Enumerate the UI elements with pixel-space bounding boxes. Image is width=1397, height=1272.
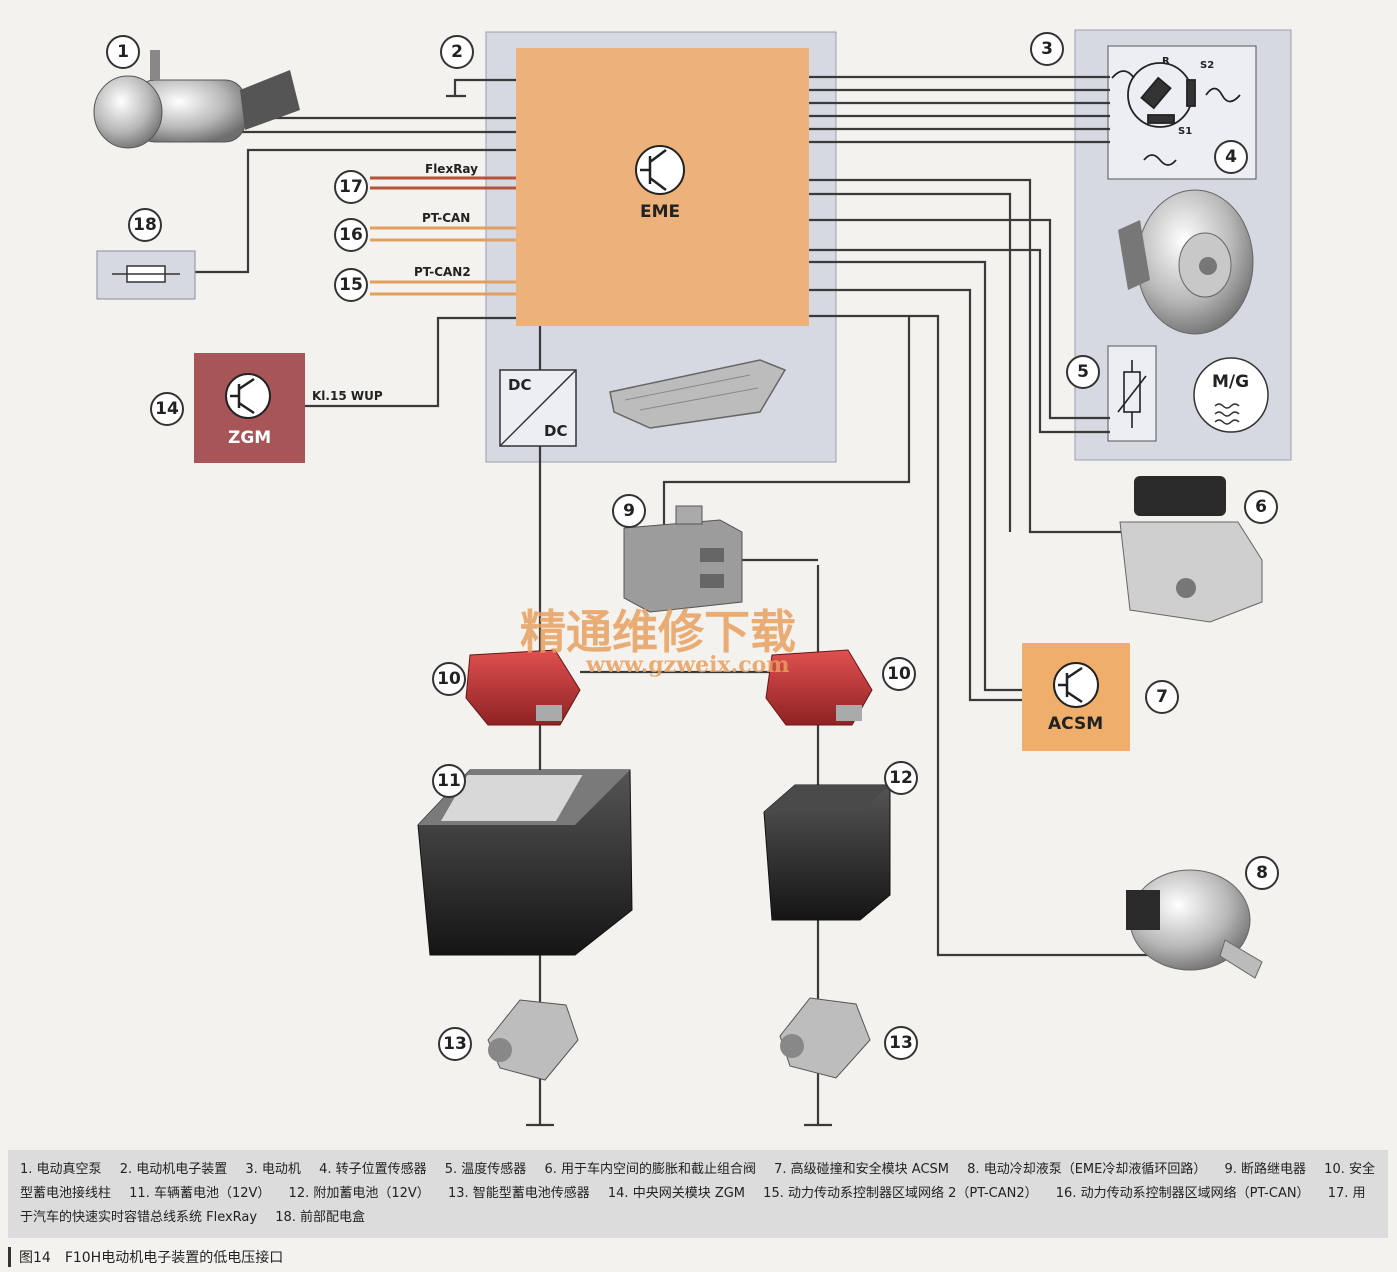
- legend-item: 12. 附加蓄电池（12V）: [288, 1186, 430, 1201]
- vacuum-pump-wires: [205, 116, 516, 134]
- legend-item: 15. 动力传动系控制器区域网络 2（PT-CAN2）: [763, 1186, 1038, 1201]
- marker-1: 1: [106, 35, 140, 69]
- marker-18: 18: [128, 208, 162, 242]
- coolant-pump-wire: [809, 314, 1160, 957]
- rotor-position-sensor-icon: [1111, 62, 1241, 166]
- marker-10-right: 10: [882, 657, 916, 691]
- marker-14: 14: [150, 392, 184, 426]
- zgm-label: ZGM: [228, 428, 272, 448]
- marker-5: 5: [1066, 355, 1100, 389]
- acsm-label: ACSM: [1048, 714, 1104, 734]
- legend-item: 13. 智能型蓄电池传感器: [447, 1186, 590, 1201]
- kl15-label: Kl.15 WUP: [312, 389, 383, 403]
- rotor-sensor-wires: [809, 75, 1110, 144]
- safety-terminal-right: [765, 649, 873, 726]
- battery-sensor-left: [487, 999, 579, 1081]
- vacuum-pump-image: [93, 50, 300, 149]
- marker-6: 6: [1244, 490, 1278, 524]
- marker-7: 7: [1145, 680, 1179, 714]
- marker-2: 2: [440, 35, 474, 69]
- legend-item: 4. 转子位置传感器: [319, 1162, 427, 1177]
- bus-wires: [370, 176, 516, 296]
- dc-top-label: DC: [508, 376, 532, 394]
- eme-label: EME: [640, 202, 681, 222]
- legend-item: 7. 高级碰撞和安全模块 ACSM: [774, 1162, 950, 1177]
- legend-item: 3. 电动机: [245, 1162, 301, 1177]
- marker-15: 15: [334, 268, 368, 302]
- motor-generator-icon: [1193, 357, 1269, 433]
- temperature-sensor-icon: [1117, 360, 1147, 428]
- safety-terminal-left: [465, 649, 581, 726]
- legend-item: 11. 车辆蓄电池（12V）: [129, 1186, 271, 1201]
- s1-label: S1: [1178, 126, 1193, 137]
- legend-item: 18. 前部配电盒: [275, 1210, 366, 1225]
- relay-wire: [662, 316, 911, 525]
- mg-label: M/G: [1212, 372, 1250, 392]
- ground-wire: [446, 78, 516, 98]
- electric-motor-image: [1118, 189, 1254, 335]
- marker-13-right: 13: [884, 1026, 918, 1060]
- watermark-url: www.gzweix.com: [586, 652, 790, 678]
- expansion-valve-image: [1119, 476, 1263, 623]
- dcdc-converter-icon: [499, 369, 577, 447]
- auxiliary-battery-image: [763, 784, 891, 921]
- pt-can-label: PT-CAN: [422, 211, 471, 225]
- relay-image: [623, 505, 743, 613]
- valve-wires: [809, 178, 1130, 534]
- legend-item: 10. 安全型蓄电池接线柱: [20, 1162, 1375, 1201]
- marker-13-left: 13: [438, 1027, 472, 1061]
- marker-12: 12: [884, 761, 918, 795]
- marker-16: 16: [334, 218, 368, 252]
- acsm-wires: [809, 260, 1022, 702]
- vehicle-battery-image: [417, 769, 633, 956]
- legend-item: 5. 温度传感器: [444, 1162, 527, 1177]
- legend-item: 1. 电动真空泵: [20, 1162, 102, 1177]
- marker-9: 9: [612, 494, 646, 528]
- pt-can2-label: PT-CAN2: [414, 265, 471, 279]
- marker-4: 4: [1214, 140, 1248, 174]
- legend-item: 6. 用于车内空间的膨胀和截止组合阀: [544, 1162, 756, 1177]
- coolant-pump-image: [1126, 869, 1263, 979]
- marker-8: 8: [1245, 856, 1279, 890]
- battery-sensor-right: [779, 997, 871, 1079]
- fuse-wire: [195, 148, 516, 274]
- flexray-label: FlexRay: [425, 162, 478, 176]
- marker-11: 11: [432, 764, 466, 798]
- dc-bottom-label: DC: [544, 422, 568, 440]
- zgm-block: [194, 353, 305, 463]
- zgm-wire: [305, 316, 516, 408]
- r-label: R: [1162, 56, 1170, 67]
- marker-3: 3: [1030, 32, 1064, 66]
- marker-17: 17: [334, 170, 368, 204]
- legend: 1. 电动真空泵 2. 电动机电子装置 3. 电动机 4. 转子位置传感器 5.…: [8, 1150, 1388, 1238]
- legend-item: 9. 断路继电器: [1224, 1162, 1307, 1177]
- legend-item: 8. 电动冷却液泵（EME冷却液循环回路）: [967, 1162, 1207, 1177]
- legend-item: 14. 中央网关模块 ZGM: [607, 1186, 746, 1201]
- watermark-title: 精通维修下载: [520, 605, 796, 659]
- legend-item: 16. 动力传动系控制器区域网络（PT-CAN）: [1055, 1186, 1310, 1201]
- s2-label: S2: [1200, 60, 1215, 71]
- temp-sensor-wires: [809, 218, 1110, 434]
- marker-10-left: 10: [432, 662, 466, 696]
- eme-transistor-icon: [635, 145, 685, 195]
- acsm-block: [1022, 643, 1130, 751]
- legend-item: 2. 电动机电子装置: [119, 1162, 228, 1177]
- legend-item: 17. 用于汽车的快速实时容错总线系统 FlexRay: [20, 1186, 1366, 1225]
- figure-caption: 图14 F10H电动机电子装置的低电压接口: [8, 1247, 283, 1267]
- fuse-box-icon: [96, 250, 196, 300]
